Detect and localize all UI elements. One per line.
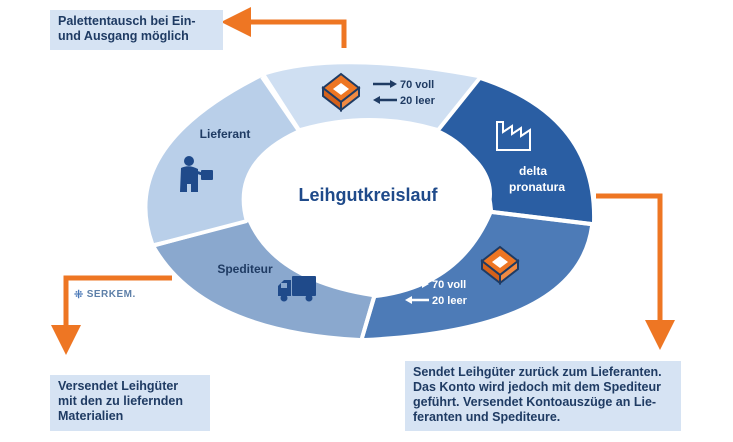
spediteur-label: Spediteur — [217, 262, 273, 276]
note-top: Palettentausch bei Ein- und Ausgang mögl… — [50, 10, 223, 50]
serkem-logo: ⁜ SERKEM. — [74, 288, 136, 301]
bottom-flow-in-label: 20 leer — [432, 295, 468, 307]
arrow-to-top-note — [221, 7, 347, 48]
note-bottom-right: Sendet Leihgüter zurück zum Lieferanten.… — [405, 361, 681, 431]
bottom-flow-out-label: 70 voll — [432, 279, 466, 291]
segment-lieferant — [147, 77, 297, 243]
top-flow-out: 70 voll — [373, 79, 434, 91]
center-ellipse — [244, 121, 492, 267]
delta-label-line1: delta — [519, 164, 547, 178]
delivery-person-icon — [180, 156, 213, 192]
arrow-to-bottom-right-note — [596, 193, 675, 350]
arrow-to-bottom-left-note — [51, 275, 172, 355]
note-bottom-left: Versendet Leihgüter mit den zu liefernde… — [50, 375, 210, 431]
top-flow-in: 20 leer — [373, 95, 436, 107]
truck-icon — [278, 276, 316, 302]
top-flow-in-label: 20 leer — [400, 95, 436, 107]
top-flow-out-label: 70 voll — [400, 79, 434, 91]
bottom-flow-in: 20 leer — [405, 295, 468, 307]
lieferant-label: Lieferant — [200, 127, 251, 141]
pallet-box-icon — [321, 72, 361, 113]
pallet-box-icon — [480, 245, 520, 286]
segment-top — [266, 64, 478, 128]
center-title: Leihgutkreislauf — [298, 185, 438, 205]
delta-label-line2: pronatura — [509, 180, 565, 194]
bottom-flow-out: 70 voll — [405, 279, 466, 291]
segment-bottom-right — [364, 214, 590, 338]
serkem-logo-text: SERKEM. — [86, 289, 136, 300]
serkem-logo-mark-icon: ⁜ — [74, 289, 84, 301]
segment-spediteur — [156, 222, 372, 338]
factory-icon — [496, 121, 531, 151]
